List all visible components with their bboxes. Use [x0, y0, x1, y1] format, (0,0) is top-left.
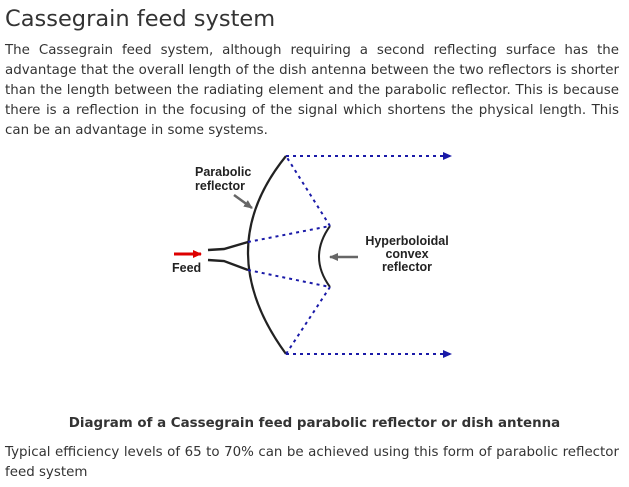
parabolic-label-line2: reflector	[195, 179, 245, 193]
hyperbolic-label-line2: convex	[385, 247, 428, 261]
page-title: Cassegrain feed system	[5, 6, 276, 32]
cassegrain-diagram: Parabolic reflector Hyperboloidal convex…	[172, 152, 452, 358]
ray-paths	[247, 155, 331, 355]
intro-paragraph: The Cassegrain feed system, although req…	[5, 43, 619, 138]
diagram-caption: Diagram of a Cassegrain feed parabolic r…	[68, 416, 561, 431]
parabolic-pointer-arrow	[233, 193, 253, 210]
parabolic-reflector	[246, 155, 287, 355]
hyperbolic-label-line3: reflector	[382, 260, 432, 274]
parabolic-label-line1: Parabolic	[195, 165, 251, 179]
hyperboloidal-reflector	[318, 225, 331, 288]
feed-horn	[207, 240, 249, 272]
efficiency-paragraph: Typical efficiency levels of 65 to 70% c…	[5, 445, 619, 480]
hyperbolic-label-line1: Hyperboloidal	[365, 234, 448, 248]
feed-label: Feed	[172, 261, 201, 275]
